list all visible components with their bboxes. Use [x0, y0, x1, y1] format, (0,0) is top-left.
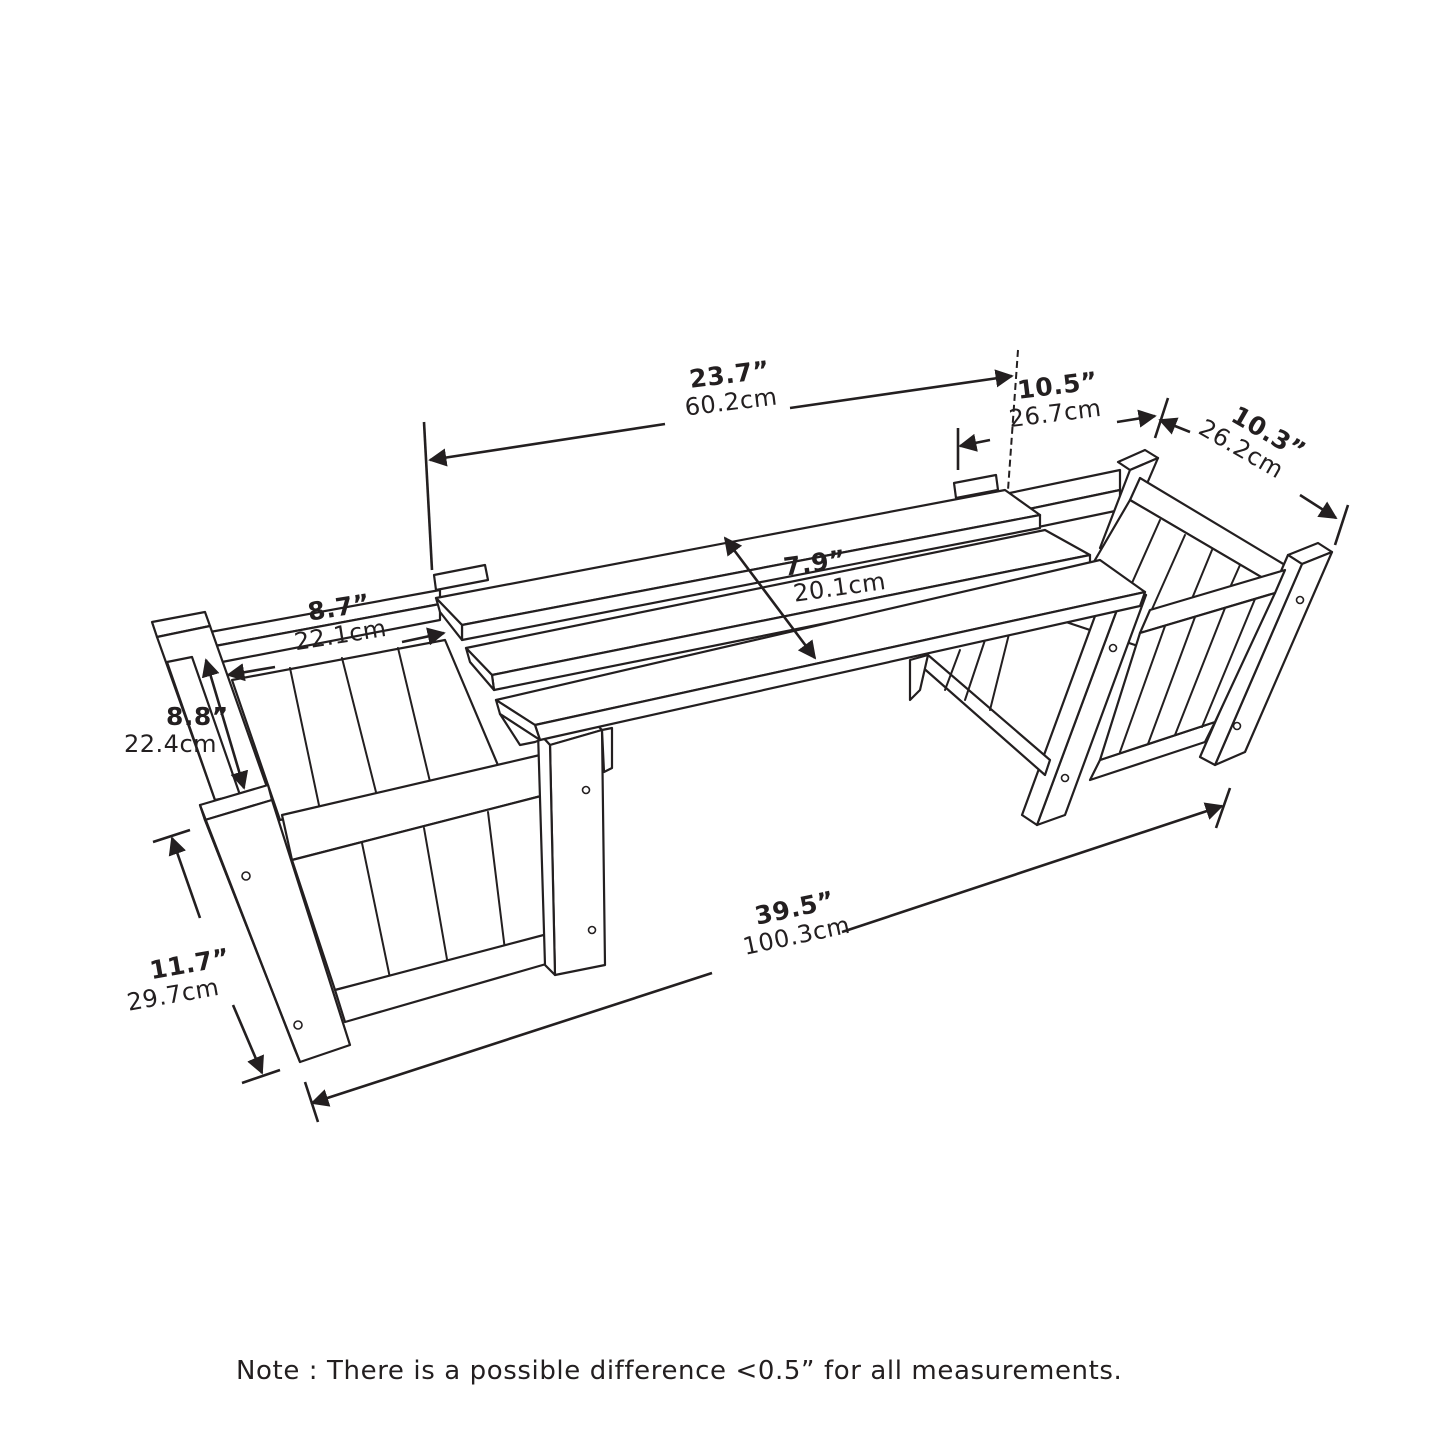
dim-label-seat-length: 23.7” 60.2cm: [680, 355, 779, 421]
dim-cm: 22.4cm: [124, 730, 218, 758]
dim-label-planter-length: 10.5” 26.7cm: [1007, 366, 1103, 433]
dim-label-inner-width: 8.7” 22.1cm: [292, 588, 388, 656]
measurement-note: Note : There is a possible difference <0…: [236, 1356, 1123, 1386]
right-planter: [908, 448, 1334, 827]
dim-label-seat-depth: 7.9” 20.1cm: [782, 541, 888, 607]
dim-label-inner-depth: 8.8” 22.4cm: [124, 704, 229, 756]
dimension-lines: [152, 349, 1350, 1123]
seat: [432, 473, 1147, 747]
dim-inches: 8.8”: [166, 702, 229, 731]
